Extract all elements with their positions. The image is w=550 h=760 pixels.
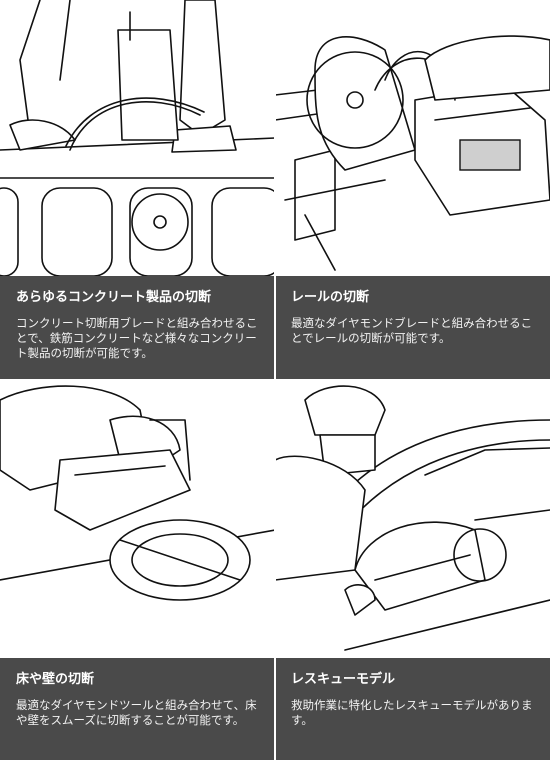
caption-rescue-model: レスキューモデル 救助作業に特化したレスキューモデルがあります。 <box>275 658 550 760</box>
panel-floor-wall-cutting: 床や壁の切断 最適なダイヤモンドツールと組み合わせて、床や壁をスムーズに切断する… <box>0 380 275 760</box>
floor-wall-cutting-drawing <box>0 385 275 601</box>
caption-rail-cutting: レールの切断 最適なダイヤモンドブレードと組み合わせることでレールの切断が可能で… <box>275 276 550 380</box>
panel-title: レスキューモデル <box>291 672 396 687</box>
concrete-product-cutting-illustration <box>0 0 275 276</box>
panel-title: レールの切断 <box>291 290 370 305</box>
horizontal-divider <box>0 379 550 381</box>
floor-wall-cutting-illustration <box>0 380 275 658</box>
caption-floor-wall-cutting: 床や壁の切断 最適なダイヤモンドツールと組み合わせて、床や壁をスムーズに切断する… <box>0 658 275 760</box>
panel-description: 最適なダイヤモンドツールと組み合わせて、床や壁をスムーズに切断することが可能です… <box>16 698 257 727</box>
rescue-cutting-drawing <box>275 385 550 651</box>
panel-title: あらゆるコンクリート製品の切断 <box>16 290 212 305</box>
concrete-cutting-drawing <box>0 0 275 276</box>
panel-rail-cutting: レールの切断 最適なダイヤモンドブレードと組み合わせることでレールの切断が可能で… <box>275 0 550 380</box>
panel-description: 最適なダイヤモンドブレードと組み合わせることでレールの切断が可能です。 <box>291 316 533 345</box>
panel-description: コンクリート切断用ブレードと組み合わせることで、鉄筋コンクリートなど様々なコンク… <box>16 316 258 360</box>
panel-concrete-cutting: あらゆるコンクリート製品の切断 コンクリート切断用ブレードと組み合わせることで、… <box>0 0 275 380</box>
panel-title: 床や壁の切断 <box>16 672 95 687</box>
rescue-model-illustration <box>275 380 550 658</box>
panel-description: 救助作業に特化したレスキューモデルがあります。 <box>291 698 533 727</box>
rail-cutting-illustration <box>275 0 550 276</box>
caption-concrete-cutting: あらゆるコンクリート製品の切断 コンクリート切断用ブレードと組み合わせることで、… <box>0 276 275 380</box>
panel-rescue-model: レスキューモデル 救助作業に特化したレスキューモデルがあります。 <box>275 380 550 760</box>
rail-cutting-drawing <box>275 35 550 271</box>
